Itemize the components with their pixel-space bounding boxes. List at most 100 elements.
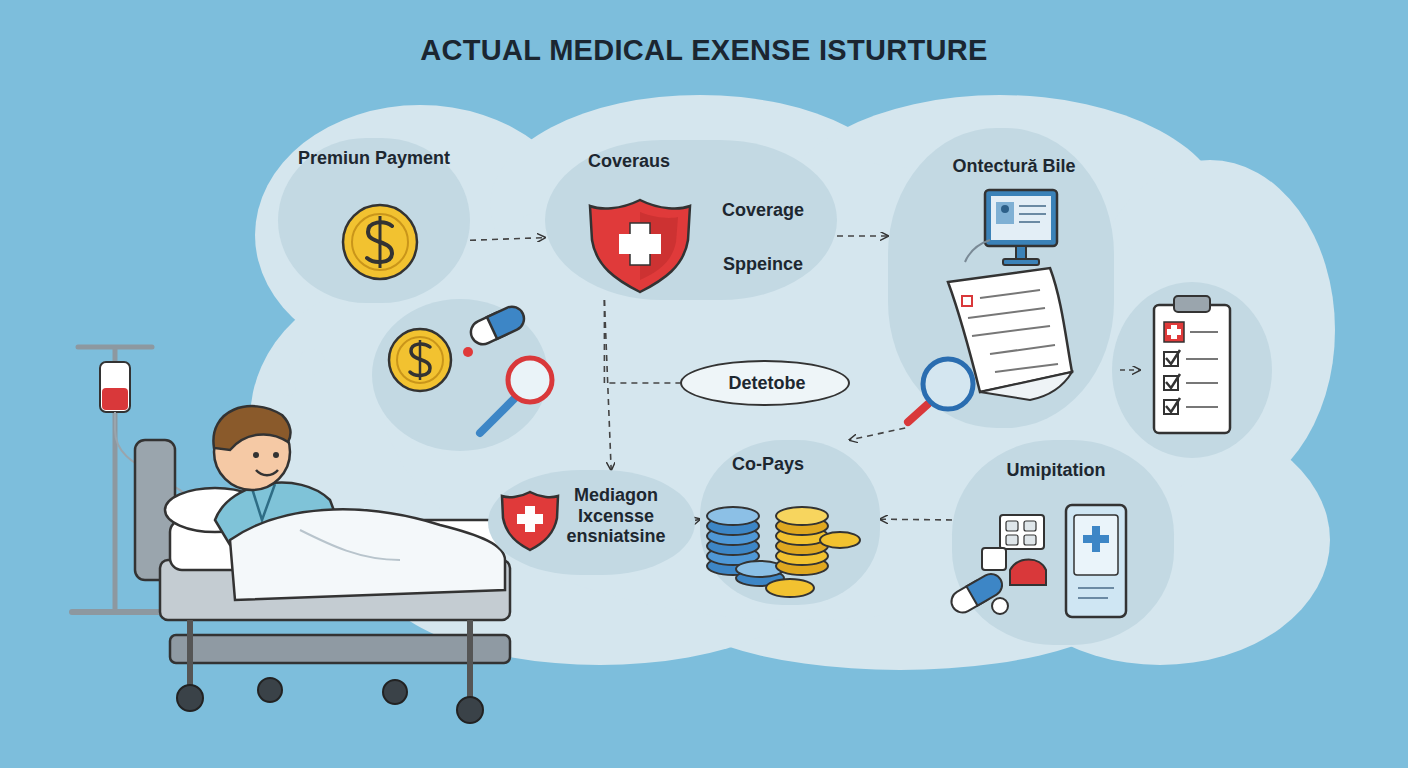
patient xyxy=(165,406,505,600)
thought-dots xyxy=(280,349,325,396)
shield-icon xyxy=(590,200,690,292)
clipboard-icon-part xyxy=(1186,406,1218,408)
clipboard-icon-part xyxy=(1164,322,1184,342)
clipboard-icon-part xyxy=(1166,350,1180,412)
monitor-icon-part xyxy=(991,196,1051,240)
node-heading: Co-Pays xyxy=(732,454,804,476)
hospital-bed-part xyxy=(258,678,282,702)
coin-stacks-part xyxy=(776,507,828,525)
coin-pill-icon-part xyxy=(508,358,552,402)
clipboard-icon-part xyxy=(1167,329,1181,335)
thought-dots-part xyxy=(280,380,296,396)
medicine-icons-part xyxy=(982,548,1006,570)
monitor-icon xyxy=(965,190,1057,265)
node-heading: Mediagon Ixcensse ensniatsine xyxy=(555,485,677,547)
process-bubble: Umipitation xyxy=(952,440,1174,645)
node-heading: Umipitation xyxy=(1007,460,1106,482)
iv-pole-part xyxy=(72,609,160,615)
patient-part xyxy=(213,406,290,450)
medicine-icons-part xyxy=(1074,515,1118,575)
thought-dots-part xyxy=(299,349,325,375)
medicine-icons-part xyxy=(1010,560,1046,586)
mini-shield-icon-part xyxy=(502,492,558,550)
clipboard-icon-part xyxy=(1186,382,1218,384)
diagram-title: ACTUAL MEDICAL EXENSE ISTURTURE xyxy=(0,34,1408,67)
shield-icon-part xyxy=(630,234,650,254)
monitor-icon-part xyxy=(1019,221,1040,223)
medicine-icons-part xyxy=(1006,521,1018,531)
dashed-connector xyxy=(837,235,888,237)
coin-pill-icon-part-part xyxy=(487,303,528,339)
dashed-connector xyxy=(849,428,905,440)
sub-bubbles xyxy=(372,282,1272,458)
coin-stacks xyxy=(707,507,860,597)
shield-icon-part xyxy=(619,234,661,254)
shield-icon-part xyxy=(590,200,690,292)
bill-icon-part xyxy=(962,296,972,306)
medicine-icons-part xyxy=(1000,515,1044,549)
clipboard-icon-part xyxy=(1174,296,1210,312)
shield-icon-part xyxy=(630,223,650,265)
coin-icon-part xyxy=(343,205,417,279)
medicine-icons-part xyxy=(1024,521,1036,531)
clipboard-icon xyxy=(1154,296,1230,433)
bill-icon-part xyxy=(980,372,1072,400)
mini-shield-icon-part xyxy=(517,514,543,524)
monitor-icon-part xyxy=(1001,205,1009,213)
clipboard-icon-part xyxy=(1190,331,1218,333)
mini-shield-icon xyxy=(502,492,558,550)
monitor-icon-part xyxy=(1016,246,1026,260)
monitor-icon-part xyxy=(1019,205,1046,207)
medicine-icons-part xyxy=(1024,535,1036,545)
coin-stacks-part xyxy=(820,532,860,548)
clipboard-icon-part xyxy=(1154,305,1230,433)
coin-pill-icon-part xyxy=(397,337,443,383)
coin-pill-icon-part xyxy=(419,340,422,380)
medicine-icons-part xyxy=(1066,505,1126,617)
dashed-connector xyxy=(470,238,545,241)
medicine-icons-part xyxy=(1078,597,1108,599)
hospital-bed-part xyxy=(457,697,483,723)
dashed-connector xyxy=(880,518,952,520)
bill-icon-part xyxy=(990,345,1055,354)
coin-pill-icon-part xyxy=(389,329,451,391)
coin-pill-icon xyxy=(389,303,552,433)
dashed-connector xyxy=(604,300,611,470)
bill-icon-part xyxy=(972,326,1050,336)
process-bubble: CoverausCoverageSppeince xyxy=(545,140,837,300)
coin-pill-icon-part xyxy=(480,396,517,433)
node-heading: Coveraus xyxy=(588,151,670,173)
coin-icon-part xyxy=(379,216,382,268)
medicine-icons-part xyxy=(1006,535,1018,545)
patient-part xyxy=(300,530,400,560)
clipboard-icon-part xyxy=(1186,358,1218,360)
decision-oval: Detetobe xyxy=(680,360,850,406)
medicine-icons-part xyxy=(1078,587,1114,589)
sub-bubbles-part xyxy=(1112,282,1272,458)
monitor-icon-part xyxy=(1003,259,1039,265)
checklist-arrow xyxy=(1120,370,1140,371)
medicine-icons-part xyxy=(1083,535,1109,543)
coin-icon-part xyxy=(352,214,408,270)
node-heading: Detetobe xyxy=(728,373,805,395)
medicine-icons-part xyxy=(992,598,1008,614)
magnifier-icon-part xyxy=(923,359,973,409)
hospital-bed-part xyxy=(170,635,510,663)
hospital-bed xyxy=(135,440,510,723)
coin-icon xyxy=(343,205,417,279)
hospital-bed-part xyxy=(383,680,407,704)
monitor-icon-part xyxy=(996,202,1014,224)
monitor-icon-part xyxy=(985,190,1057,246)
coin-stacks-part xyxy=(766,579,814,597)
magnifier-icon-part xyxy=(908,404,928,422)
checklist-arrow-part xyxy=(1120,369,1140,371)
patient-part xyxy=(273,452,279,458)
patient-part xyxy=(230,509,505,600)
magnifier-icon xyxy=(908,359,973,422)
coin-stacks-part xyxy=(707,507,759,525)
node-heading: Ontectură Bile xyxy=(952,156,1075,178)
bill-icon-part xyxy=(980,290,1040,298)
patient-part xyxy=(253,452,259,458)
